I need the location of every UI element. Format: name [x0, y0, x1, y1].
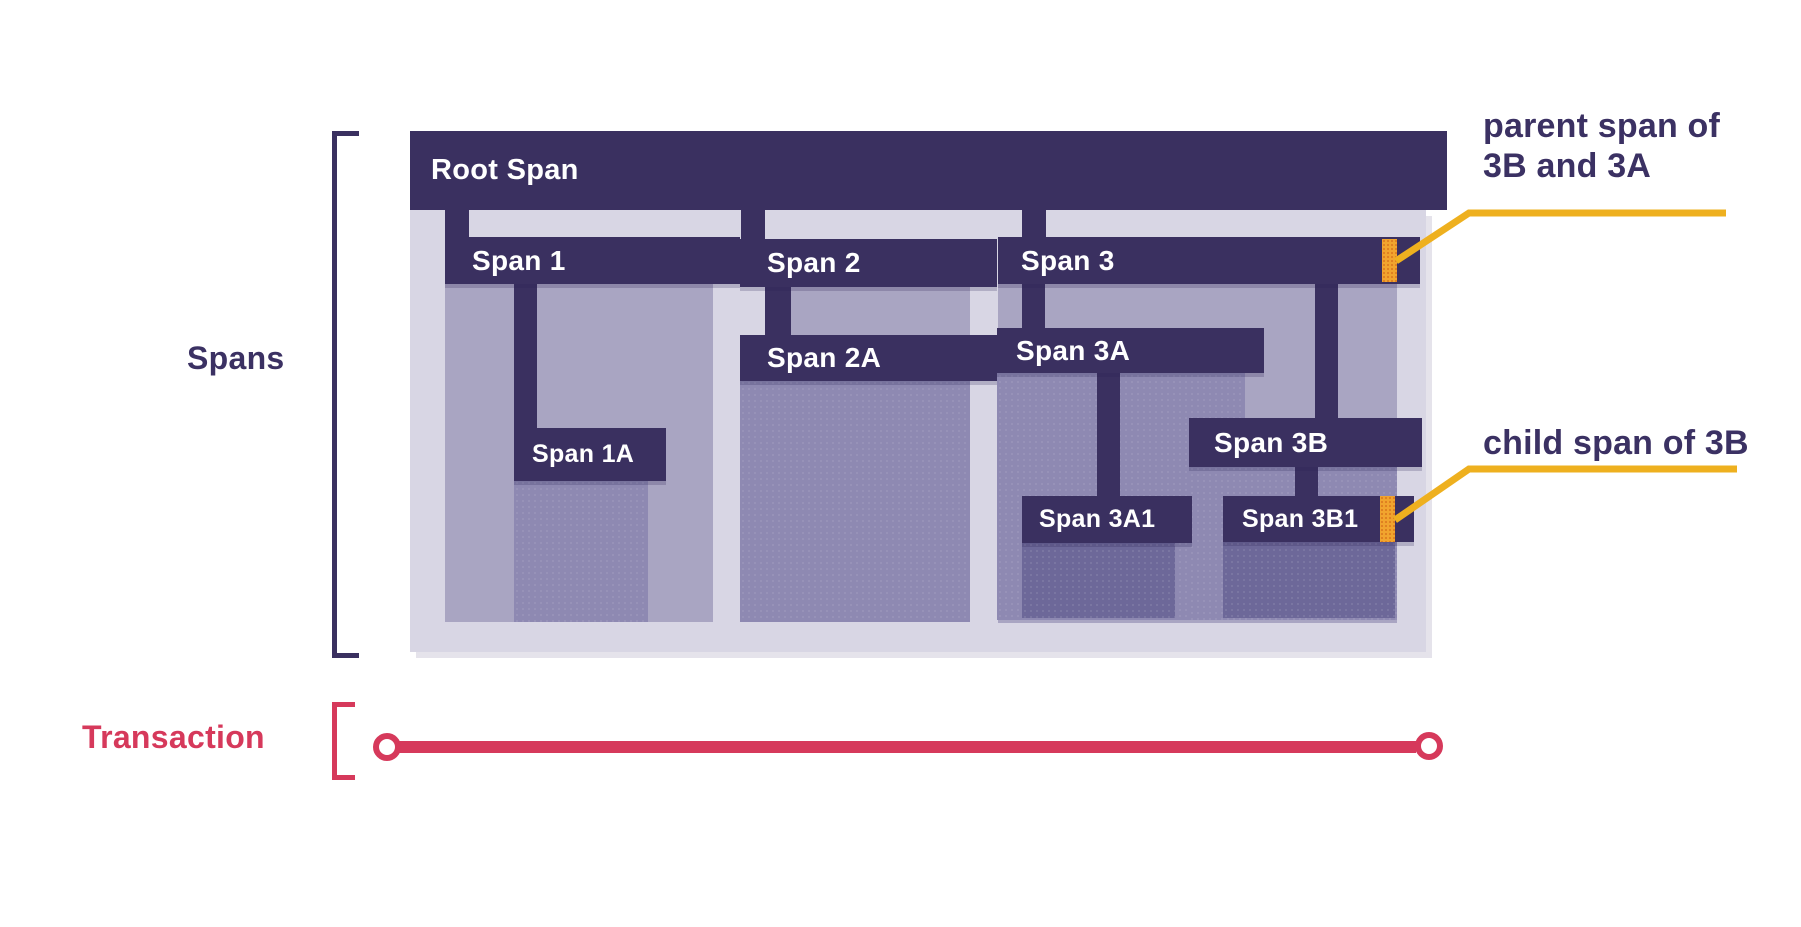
span2a-duration-body	[740, 380, 970, 622]
span2-label: Span 2	[767, 247, 861, 278]
child-span-annotation: child span of 3B	[1483, 424, 1749, 462]
span3-label: Span 3	[1021, 244, 1115, 276]
span3a1-label: Span 3A1	[1039, 505, 1156, 533]
span3b1-duration-body	[1223, 541, 1395, 618]
connector-root-to-span3	[1022, 206, 1046, 239]
spans-bracket	[332, 131, 359, 658]
span3-bar: Span 3	[998, 237, 1420, 284]
connector-span3-to-span3a	[1022, 282, 1045, 330]
span3a1-bar: Span 3A1	[1022, 496, 1192, 543]
transaction-label: Transaction	[82, 719, 265, 755]
connector-root-to-span2	[741, 206, 765, 241]
span3a-bar: Span 3A	[997, 328, 1264, 373]
connector-span2-to-span2a	[765, 284, 791, 337]
connector-root-to-span1	[445, 206, 469, 239]
span3-parent-marker	[1382, 239, 1397, 282]
span3b-bar: Span 3B	[1189, 418, 1422, 467]
transaction-end-point	[1415, 732, 1443, 760]
spans-group-label: Spans	[187, 340, 285, 376]
span1a-duration-body	[514, 480, 648, 622]
connector-span3b-to-span3b1	[1295, 465, 1318, 498]
span2-bar: Span 2	[740, 239, 997, 287]
span1a-label: Span 1A	[532, 440, 635, 468]
transaction-timeline	[396, 741, 1416, 753]
root-span-bar: Root Span	[410, 131, 1447, 210]
span3a1-duration-body	[1022, 542, 1175, 618]
parent-callout-line	[1394, 209, 1726, 264]
span3b-label: Span 3B	[1214, 426, 1329, 458]
span3a-label: Span 3A	[1016, 334, 1131, 366]
span1-label: Span 1	[472, 244, 566, 276]
parent-span-annotation-line1: parent span of	[1483, 107, 1721, 145]
span2a-label: Span 2A	[767, 342, 882, 373]
root-span-label: Root Span	[431, 154, 579, 186]
parent-span-annotation: parent span of 3B and 3A	[1483, 106, 1720, 186]
connector-span3a-to-span3a1	[1097, 371, 1120, 498]
span3b1-child-marker	[1380, 496, 1395, 542]
transaction-start-point	[373, 733, 401, 761]
connector-span1-to-span1a	[514, 280, 537, 430]
span3b1-label: Span 3B1	[1242, 504, 1359, 533]
span1a-bar: Span 1A	[514, 428, 666, 481]
span2a-bar: Span 2A	[740, 335, 997, 381]
span1-bar: Span 1	[445, 237, 740, 284]
parent-span-annotation-line2: 3B and 3A	[1483, 147, 1652, 186]
transaction-bracket	[332, 702, 355, 780]
child-callout-line	[1393, 465, 1737, 523]
connector-span3-to-span3b	[1315, 282, 1338, 420]
